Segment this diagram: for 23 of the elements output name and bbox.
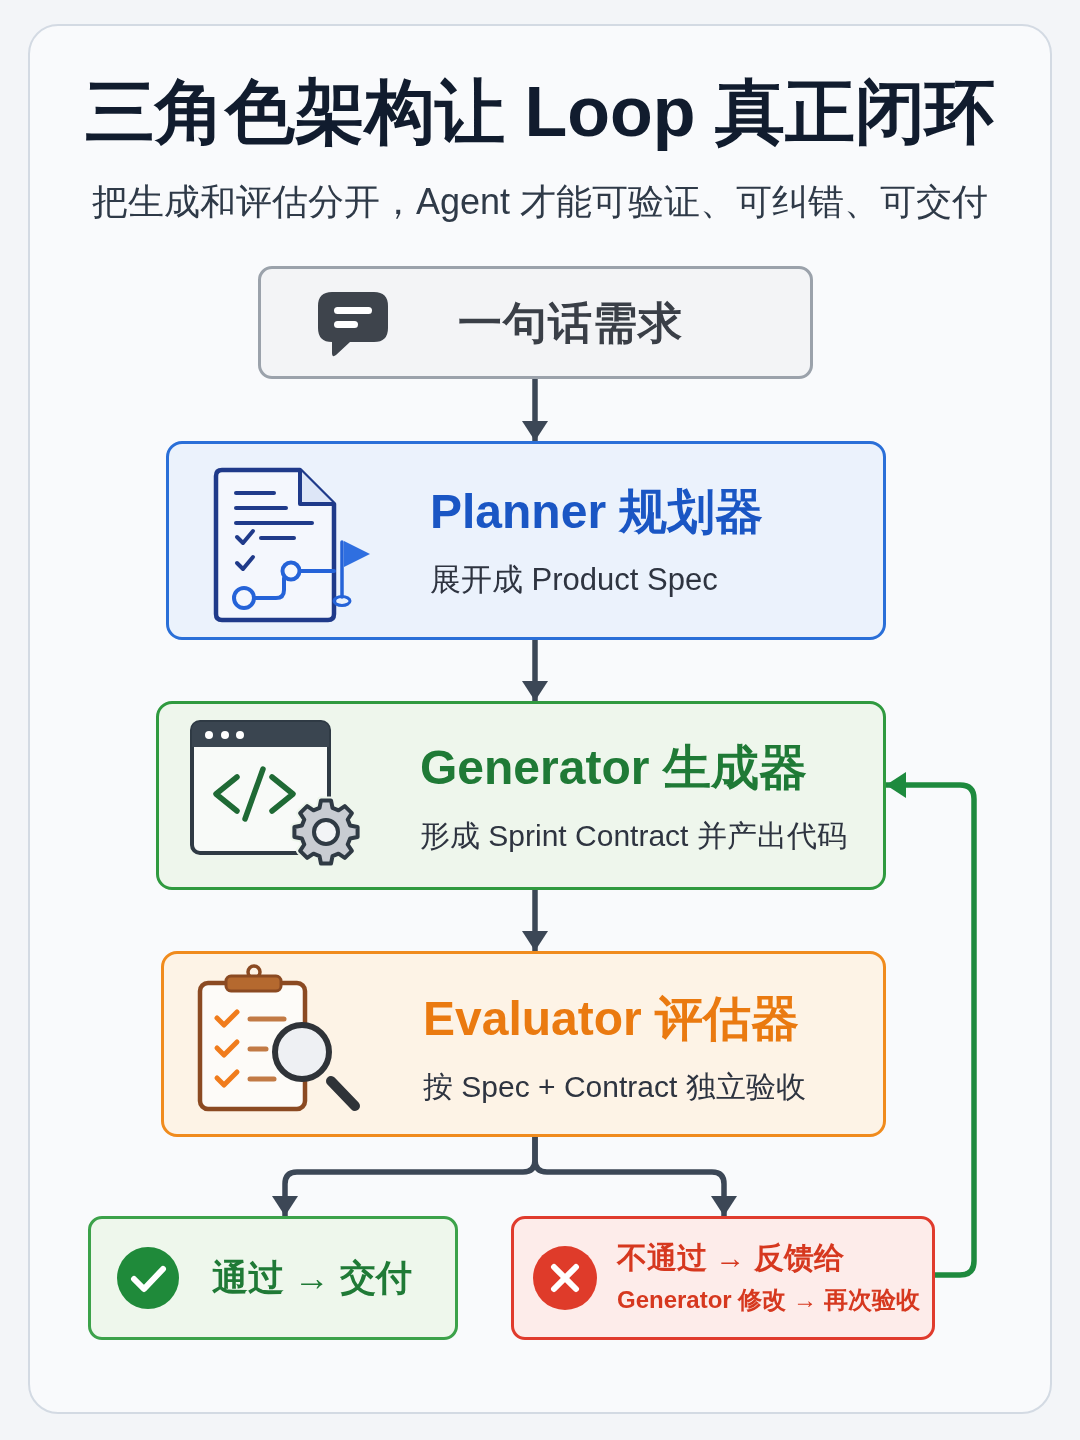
- node-title: Planner 规划器: [430, 484, 764, 541]
- arrow: [522, 640, 548, 701]
- result-box: [511, 1216, 935, 1340]
- node-description: 展开成 Product Spec: [430, 561, 718, 599]
- node-description: 形成 Sprint Contract 并产出代码: [420, 818, 847, 854]
- feedback-arrow: [886, 772, 977, 1278]
- process-box: [166, 441, 886, 640]
- node-title: Evaluator 评估器: [423, 991, 800, 1048]
- arrow: [522, 379, 548, 441]
- diagram-subtitle: 把生成和评估分开，Agent 才能可验证、可纠错、可交付: [91, 180, 989, 224]
- process-box: [161, 951, 886, 1137]
- process-box: [156, 701, 886, 890]
- arrow: [532, 1137, 737, 1216]
- node-title: Generator 生成器: [420, 740, 807, 797]
- result-label: 通过 → 交付: [212, 1256, 412, 1300]
- node-description: 按 Spec + Contract 独立验收: [423, 1069, 806, 1105]
- result-box: [88, 1216, 458, 1340]
- result-description: Generator 修改 → 再次验收: [617, 1285, 920, 1315]
- result-label: 不通过 → 反馈给: [617, 1240, 844, 1276]
- node-label: 一句话需求: [458, 296, 683, 349]
- arrow: [522, 890, 548, 951]
- input-box: [258, 266, 813, 379]
- diagram-title: 三角色架构让 Loop 真正闭环: [85, 72, 995, 153]
